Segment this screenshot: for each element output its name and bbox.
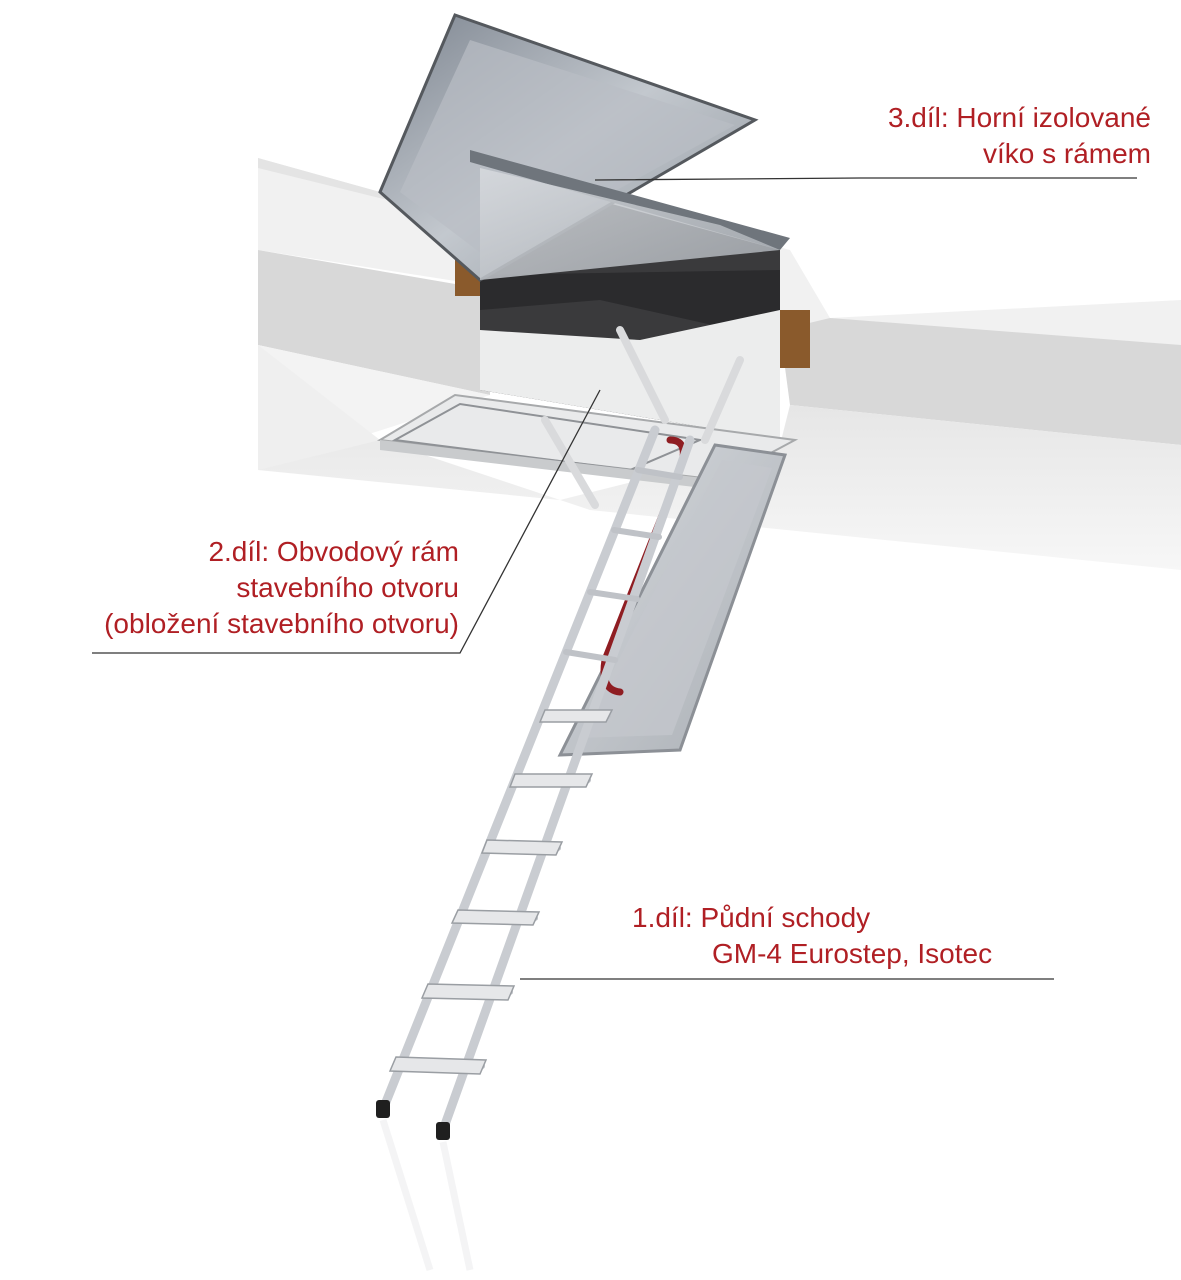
callout-part3-line1: 3.díl: Horní izolované [887, 102, 1151, 133]
callout-part2-line2: stavebního otvoru [236, 572, 459, 603]
callout-part2-line3: (obložení stavebního otvoru) [104, 608, 459, 639]
leader-line-part3 [594, 177, 1137, 181]
callout-part3: 3.díl: Horní izolované víko s rámem [888, 100, 1151, 172]
support-arms [541, 326, 744, 509]
ladder-foot-right [436, 1122, 450, 1140]
wood-frame-right [780, 310, 810, 368]
callout-part1: 1.díl: Půdní schody GM-4 Eurostep, Isote… [632, 900, 992, 972]
callout-part1-line2: GM-4 Eurostep, Isotec [712, 938, 993, 969]
callout-part2-line1: 2.díl: Obvodový rám [208, 536, 459, 567]
callout-part1-line1: 1.díl: Půdní schody [632, 902, 871, 933]
leader-lines [92, 177, 1137, 980]
top-lid [378, 13, 790, 282]
leader-line-part2 [92, 389, 601, 654]
ladder-reflection [379, 1118, 474, 1272]
concrete-layer [258, 250, 1181, 445]
callout-part3-line2: víko s rámem [982, 138, 1151, 169]
callout-part2: 2.díl: Obvodový rám stavebního otvoru (o… [104, 534, 459, 642]
ladder [377, 425, 695, 1138]
ladder-foot-left [376, 1100, 390, 1118]
